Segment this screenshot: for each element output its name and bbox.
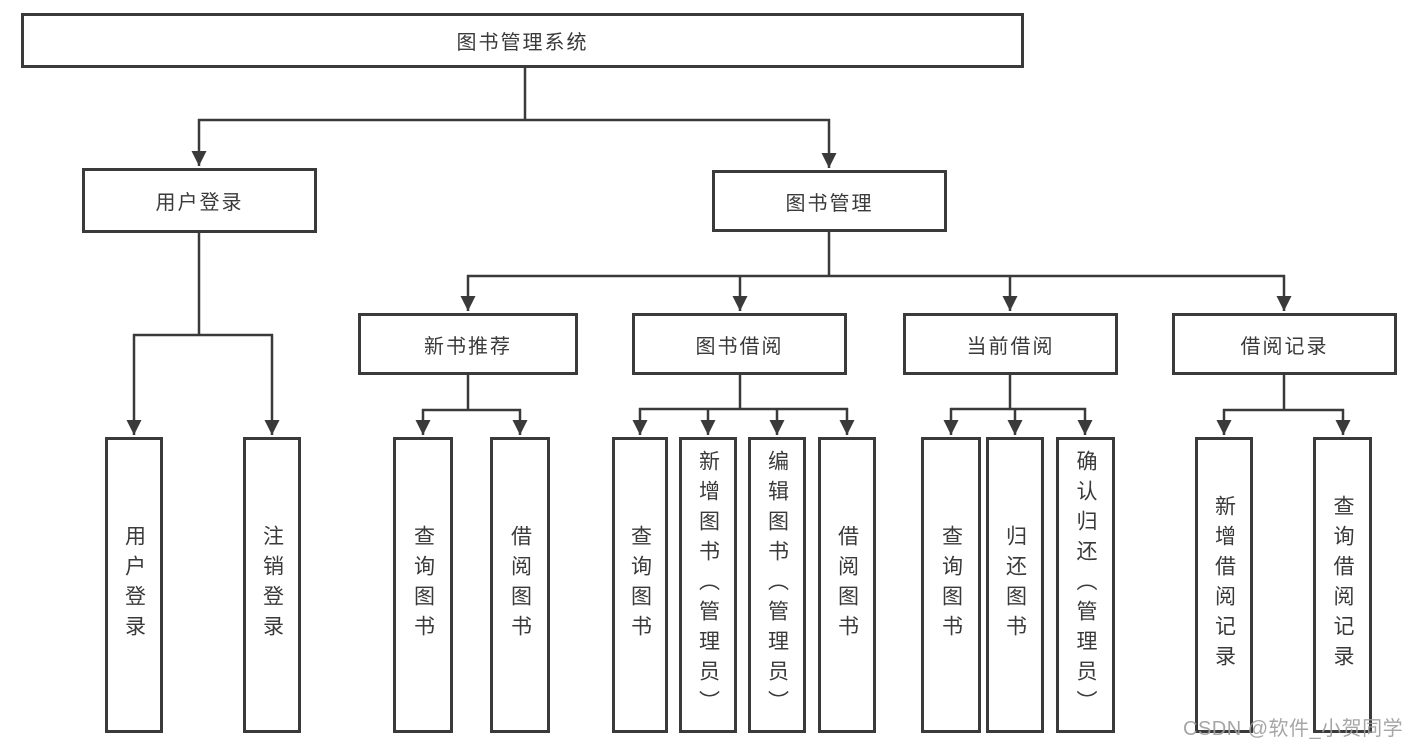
node-new-book-recommendation: 新书推荐 [358,313,578,375]
node-label: 查询借阅记录 [1331,495,1354,675]
leaf-add-book-admin: 新增图书（管理员） [679,437,737,733]
leaf-borrow-books: 借阅图书 [818,437,876,733]
node-label: 图书管理 [785,192,874,215]
node-label: 查询图书 [628,525,652,645]
leaf-add-borrow-record: 新增借阅记录 [1195,437,1253,733]
csdn-watermark: CSDN @软件_小贺同学 [1183,718,1404,740]
leaf-borrow-books-recommend: 借阅图书 [490,437,550,733]
node-label: 归还图书 [1003,525,1027,645]
leaf-confirm-return-admin: 确认归还（管理员） [1056,437,1115,733]
node-label: 图书管理系统 [456,32,589,54]
leaf-query-borrow-record: 查询借阅记录 [1313,437,1372,733]
node-label: 当前借阅 [966,335,1055,358]
leaf-query-books-current: 查询图书 [921,437,981,733]
node-label: 编辑图书（管理员） [765,450,789,720]
node-label: 新增图书（管理员） [696,450,720,720]
node-label: 新增借阅记录 [1212,495,1236,675]
node-borrowing-records: 借阅记录 [1172,313,1397,375]
leaf-query-books-recommend: 查询图书 [393,437,453,733]
leaf-user-login: 用户登录 [105,437,163,733]
node-library-management-system: 图书管理系统 [21,13,1024,68]
node-label: 查询图书 [939,525,963,645]
node-label: 用户登录 [155,192,244,214]
leaf-edit-book-admin: 编辑图书（管理员） [748,437,806,733]
node-book-management: 图书管理 [712,170,947,232]
leaf-return-book: 归还图书 [986,437,1044,733]
node-label: 借阅图书 [835,525,859,645]
node-label: 注销登录 [260,525,284,645]
node-book-borrowing: 图书借阅 [632,313,847,375]
node-label: 查询图书 [411,525,435,645]
leaf-logout: 注销登录 [243,437,301,733]
node-label: 借阅记录 [1240,335,1329,358]
node-user-login: 用户登录 [82,168,317,233]
node-current-borrowing: 当前借阅 [903,313,1118,375]
node-label: 借阅图书 [508,525,532,645]
node-label: 新书推荐 [424,335,512,358]
node-label: 图书借阅 [695,335,784,358]
leaf-query-books-borrow: 查询图书 [612,437,668,733]
node-label: 确认归还（管理员） [1074,450,1097,720]
node-label: 用户登录 [122,525,146,645]
